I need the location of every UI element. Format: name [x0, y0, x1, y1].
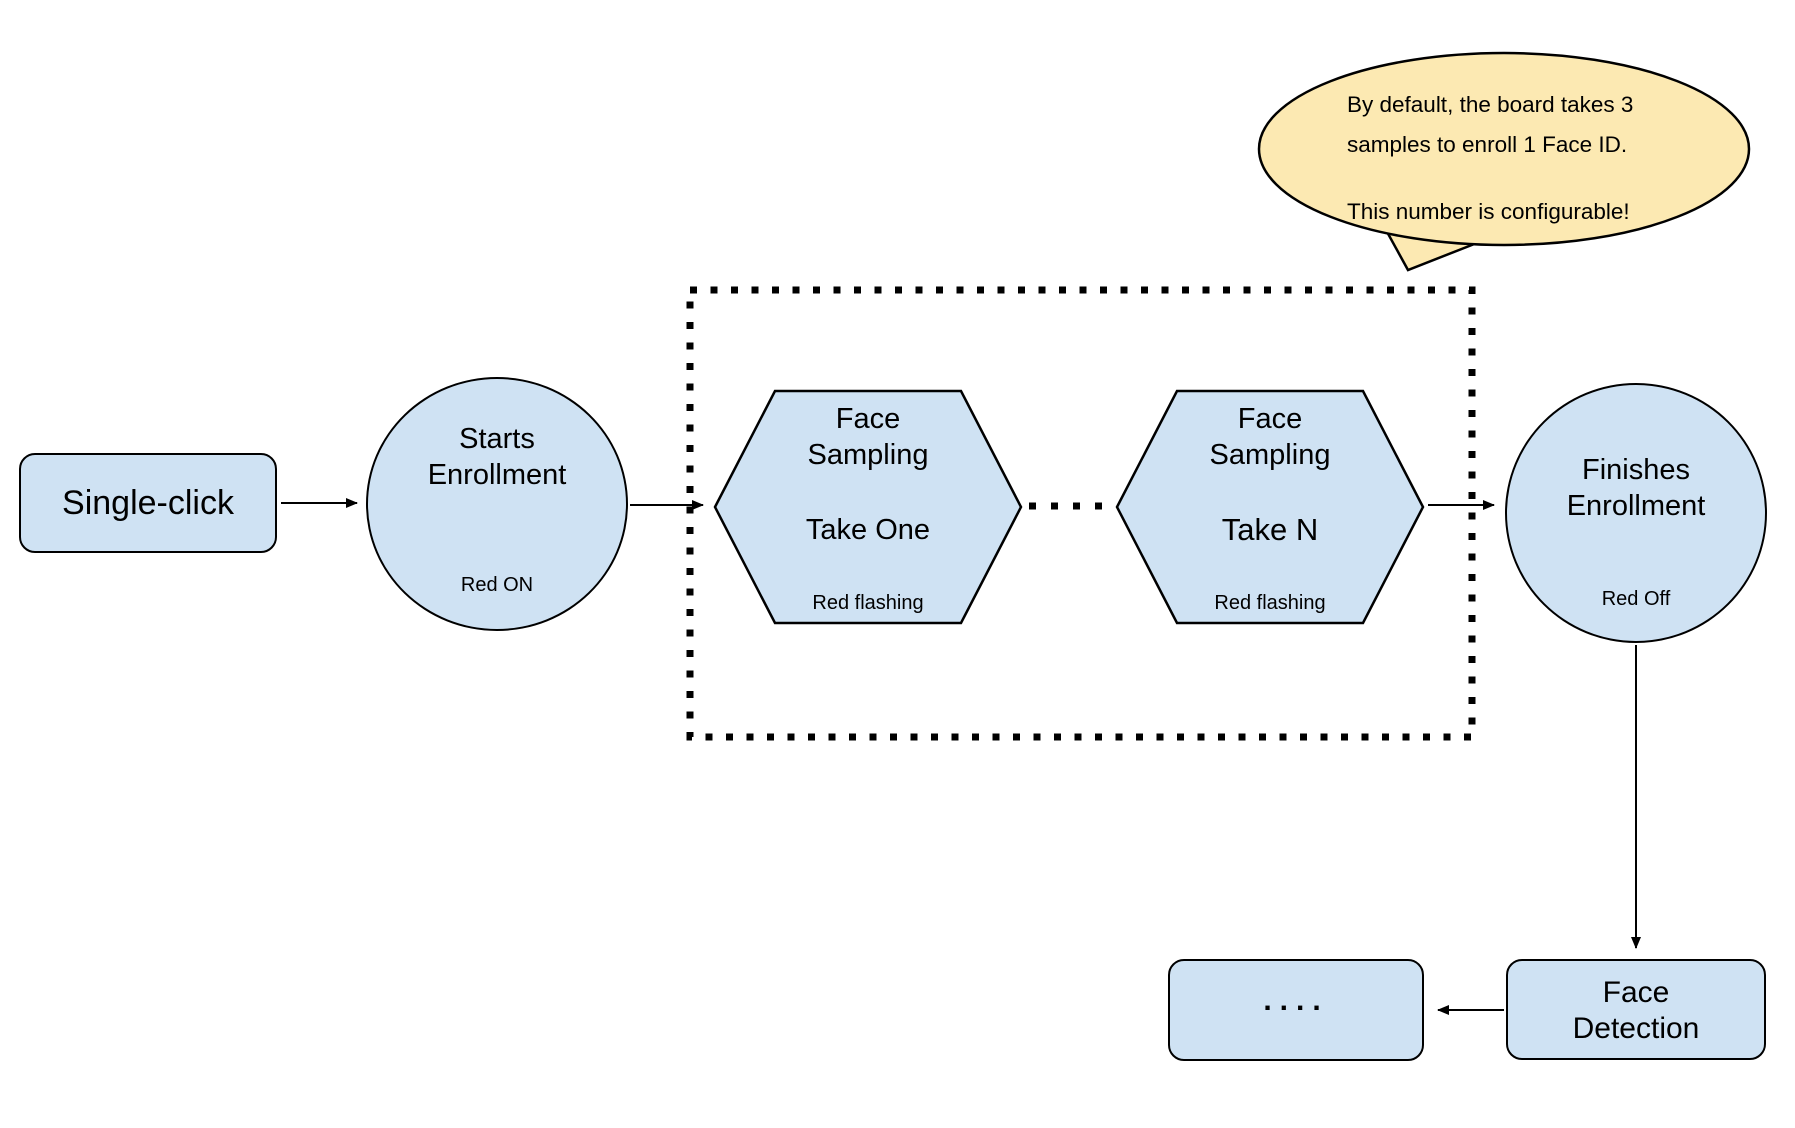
callout-line-2: samples to enroll 1 Face ID.: [1347, 132, 1628, 157]
face-detection-line2: Detection: [1572, 1012, 1700, 1045]
callout-line-3: This number is configurable!: [1347, 199, 1630, 224]
hexagon-shape: [713, 389, 1023, 625]
face-detection-line1: Face: [1602, 976, 1670, 1009]
callout-text-2: This number is configurable!: [1347, 192, 1767, 232]
finishes-enrollment-title: Finishes Enrollment: [1507, 452, 1765, 524]
sampling-n-line1: Face: [1237, 403, 1303, 435]
node-single-click: Single-click: [19, 453, 277, 553]
sampling-n-line2: Sampling: [1209, 439, 1331, 471]
single-click-label: Single-click: [62, 484, 234, 522]
starts-enrollment-line1: Starts: [459, 423, 535, 455]
node-finishes-enrollment: Finishes Enrollment Red Off: [1505, 383, 1767, 643]
node-face-sampling-take-n: Face Sampling Take N Red flashing: [1114, 388, 1426, 626]
sampling-one-title: Face Sampling: [712, 401, 1024, 473]
starts-enrollment-status: Red ON: [460, 574, 534, 596]
sampling-n-take: Take N: [1221, 512, 1319, 547]
starts-enrollment-title: Starts Enrollment: [368, 421, 626, 493]
sampling-n-status: Red flashing: [1214, 592, 1326, 614]
sampling-n-title: Face Sampling: [1114, 401, 1426, 473]
starts-enrollment-line2: Enrollment: [427, 459, 567, 491]
sampling-one-line1: Face: [835, 403, 901, 435]
sampling-one-line2: Sampling: [807, 439, 929, 471]
hexagon-shape: [1115, 389, 1425, 625]
callout-tail: [1383, 228, 1483, 272]
callout-line-1: By default, the board takes 3: [1347, 92, 1634, 117]
node-face-detection: Face Detection: [1506, 959, 1766, 1060]
callout-text: By default, the board takes 3 samples to…: [1347, 85, 1767, 165]
ellipsis-label: ....: [1263, 984, 1329, 1017]
sampling-one-take: Take One: [805, 514, 931, 546]
sampling-one-status: Red flashing: [812, 592, 924, 614]
face-detection-title: Face Detection: [1508, 975, 1764, 1047]
node-face-sampling-take-one: Face Sampling Take One Red flashing: [712, 388, 1024, 626]
node-starts-enrollment: Starts Enrollment Red ON: [366, 377, 628, 631]
finishes-enrollment-line1: Finishes: [1582, 454, 1690, 486]
finishes-enrollment-status: Red Off: [1601, 588, 1671, 610]
node-ellipsis: ....: [1168, 959, 1424, 1061]
finishes-enrollment-line2: Enrollment: [1566, 490, 1706, 522]
